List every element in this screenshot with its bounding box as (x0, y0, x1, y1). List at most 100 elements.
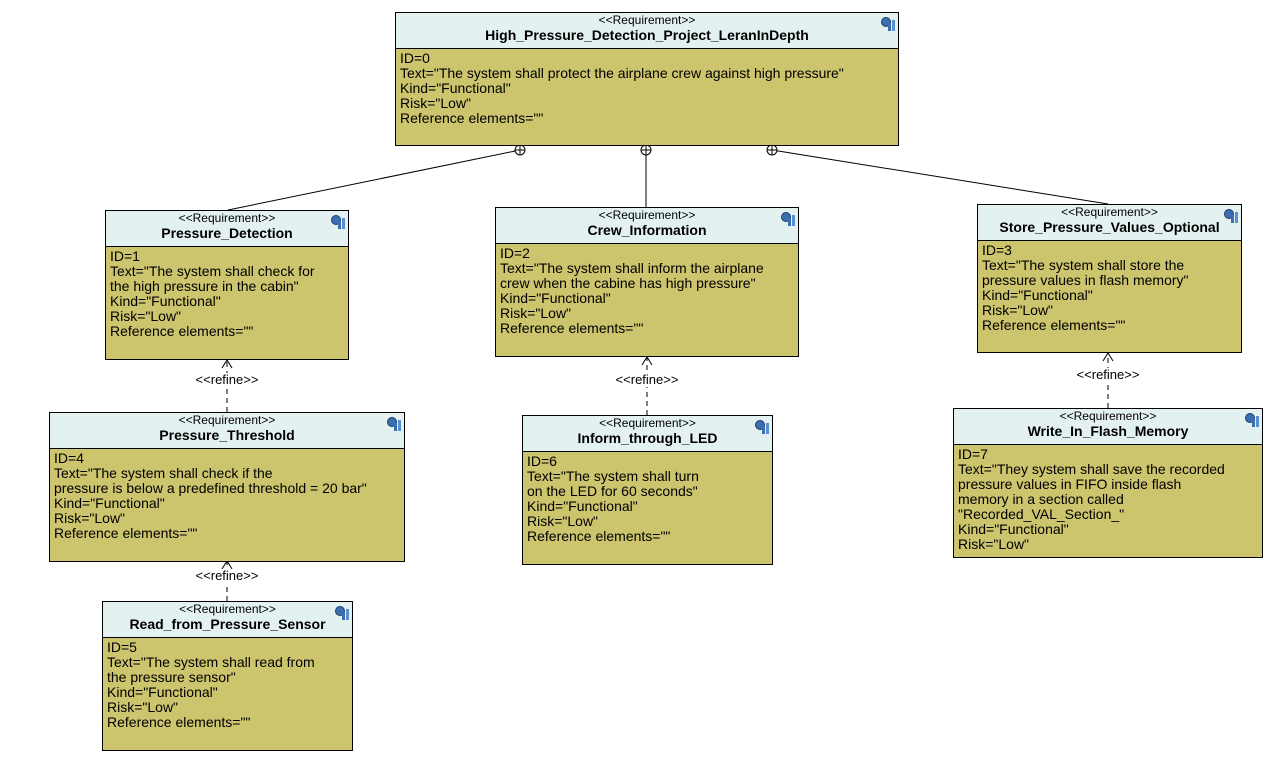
requirement-name: Store_Pressure_Values_Optional (999, 219, 1220, 235)
property-line: Text="The system shall check for (110, 263, 315, 279)
property-line: Text="The system shall protect the airpl… (400, 65, 844, 81)
property-line: Kind="Functional" (958, 521, 1069, 537)
property-line: ID=6 (527, 453, 557, 469)
property-line: Kind="Functional" (500, 290, 611, 306)
containment-anchor-icon (766, 144, 778, 156)
property-line: Text="The system shall inform the airpla… (500, 260, 764, 276)
requirement-icon (335, 606, 349, 620)
requirement-icon (755, 420, 769, 434)
arrowhead-icon (641, 356, 653, 366)
requirement-header: <<Requirement>>Write_In_Flash_Memory (954, 409, 1262, 445)
property-line: Reference elements="" (500, 320, 644, 336)
property-line: pressure is below a predefined threshold… (54, 480, 367, 496)
property-line: Kind="Functional" (110, 293, 221, 309)
requirement-header: <<Requirement>>High_Pressure_Detection_P… (396, 13, 898, 49)
property-line: Risk="Low" (54, 510, 126, 526)
requirement-name: Read_from_Pressure_Sensor (129, 616, 326, 632)
containment-anchor-icon (640, 144, 652, 156)
arrowhead-icon (1102, 352, 1114, 362)
stereotype-label: <<Requirement>> (599, 416, 696, 430)
property-line: ID=7 (958, 446, 988, 462)
property-line: Reference elements="" (54, 525, 198, 541)
property-line: ID=4 (54, 450, 84, 466)
property-line: Kind="Functional" (54, 495, 165, 511)
property-line: Kind="Functional" (400, 80, 511, 96)
requirement-icon (331, 215, 345, 229)
requirement-header: <<Requirement>>Inform_through_LED (523, 416, 772, 452)
property-line: the high pressure in the cabin" (110, 278, 299, 294)
property-line: ID=5 (107, 639, 137, 655)
property-line: the pressure sensor" (107, 669, 236, 685)
stereotype-label: <<Requirement>> (178, 413, 276, 427)
property-line: pressure values in flash memory" (982, 272, 1189, 288)
requirement-header: <<Requirement>>Pressure_Detection (106, 211, 348, 247)
property-line: ID=2 (500, 245, 530, 261)
property-line: Reference elements="" (400, 110, 544, 126)
requirement-block[interactable]: <<Requirement>>Store_Pressure_Values_Opt… (977, 204, 1242, 353)
property-line: ID=3 (982, 242, 1012, 258)
requirement-icon (881, 17, 895, 31)
refine-label: <<refine>> (195, 568, 259, 583)
stereotype-label: <<Requirement>> (598, 13, 696, 27)
requirement-name: High_Pressure_Detection_Project_LeranInD… (485, 27, 809, 43)
property-line: memory in a section called (958, 491, 1124, 507)
property-line: Risk="Low" (107, 699, 179, 715)
property-line: Reference elements="" (110, 323, 254, 339)
property-line: Text="The system shall read from (107, 654, 315, 670)
refine-label: <<refine>> (615, 372, 679, 387)
refine-label: <<refine>> (195, 372, 259, 387)
property-line: Risk="Low" (527, 513, 599, 529)
property-line: Text="They system shall save the recorde… (958, 461, 1225, 477)
property-line: Text="The system shall store the (982, 257, 1185, 273)
requirement-icon (387, 417, 401, 431)
property-line: Kind="Functional" (107, 684, 218, 700)
requirement-name: Inform_through_LED (577, 430, 718, 446)
requirement-icon (1224, 209, 1238, 223)
property-line: Risk="Low" (400, 95, 472, 111)
requirement-block[interactable]: <<Requirement>>High_Pressure_Detection_P… (395, 12, 899, 146)
property-line: Risk="Low" (500, 305, 572, 321)
refine-label: <<refine>> (1076, 367, 1140, 382)
requirement-name: Crew_Information (587, 222, 707, 238)
arrowhead-icon (221, 359, 233, 369)
property-line: Text="The system shall turn (527, 468, 699, 484)
property-line: Risk="Low" (958, 536, 1030, 552)
requirement-header: <<Requirement>>Read_from_Pressure_Sensor (103, 602, 352, 638)
stereotype-label: <<Requirement>> (598, 208, 696, 222)
property-line: pressure values in FIFO inside flash (958, 476, 1182, 492)
requirement-header: <<Requirement>>Store_Pressure_Values_Opt… (978, 205, 1241, 241)
property-line: on the LED for 60 seconds" (527, 483, 698, 499)
property-line: Reference elements="" (527, 528, 671, 544)
stereotype-label: <<Requirement>> (178, 211, 276, 225)
requirement-header: <<Requirement>>Crew_Information (496, 208, 798, 244)
requirement-icon (781, 212, 795, 226)
property-line: Reference elements="" (982, 317, 1126, 333)
stereotype-label: <<Requirement>> (179, 602, 276, 616)
stereotype-label: <<Requirement>> (1059, 409, 1157, 423)
property-line: Kind="Functional" (527, 498, 638, 514)
requirement-header: <<Requirement>>Pressure_Threshold (50, 413, 404, 449)
property-line: Kind="Functional" (982, 287, 1093, 303)
property-line: ID=1 (110, 248, 140, 264)
property-line: Risk="Low" (982, 302, 1054, 318)
requirement-name: Write_In_Flash_Memory (1027, 423, 1189, 439)
requirement-icon (1245, 413, 1259, 427)
property-line: ID=0 (400, 50, 430, 66)
requirement-name: Pressure_Threshold (159, 427, 295, 443)
containment-line-r0-r1 (227, 149, 521, 211)
stereotype-label: <<Requirement>> (1061, 205, 1158, 219)
requirement-block[interactable]: <<Requirement>>Read_from_Pressure_Sensor… (102, 601, 353, 751)
